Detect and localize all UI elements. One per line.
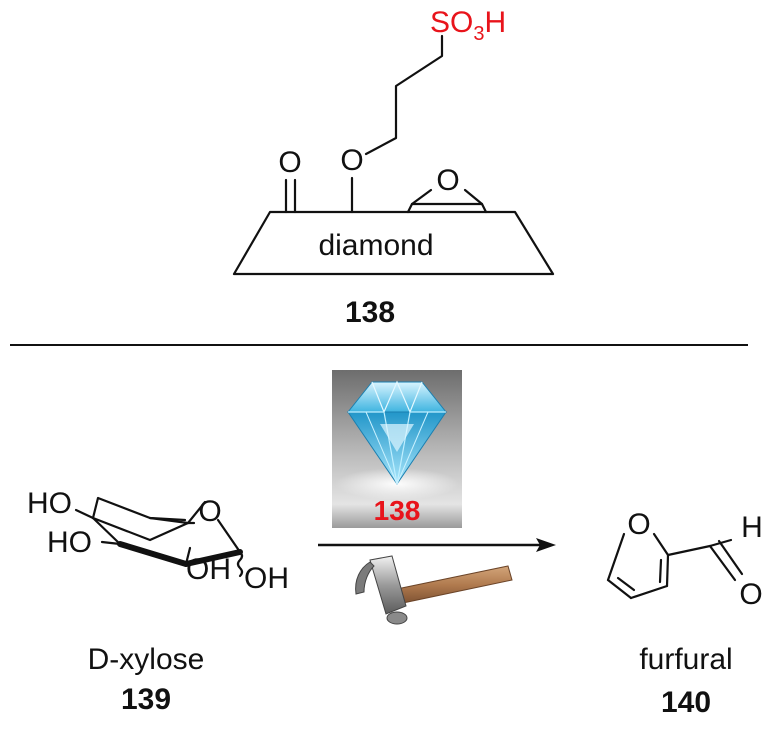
ether-oxygen: O [340,144,363,177]
xylose-front-bond-2 [183,549,243,567]
gem-facet-line-2 [396,411,429,485]
xylose-ring-to-o [186,500,207,525]
hammer-handle [391,565,513,605]
aldehyde-co-bond-2 [717,539,744,576]
reaction-arrow-icon [318,538,556,552]
xylose-ring-bond-a [91,516,196,542]
furan-bond-c5-c4 [606,578,633,600]
diamond-gem-icon: 138 [332,370,462,528]
xylose-oh-label-3: OH [186,553,231,586]
xylose-ring-c5 [148,516,190,525]
furan-bond-c4-c3 [629,584,669,600]
furfural-structure: O H O furfural 140 [606,508,763,719]
compound-138-label: 138 [345,296,395,329]
furan-double-bond-2 [658,558,663,584]
xylose-front-bond-1 [117,541,189,567]
furan-bond-o-c5 [606,532,626,582]
xylose-ring-oxygen: O [198,495,221,528]
product-number: 140 [661,686,711,719]
xylose-oh-bond-2 [100,540,122,546]
gem-facet-line-1 [365,411,398,485]
epoxide-oxygen: O [436,164,459,197]
epoxide-bond-left [406,188,433,214]
aldehyde-co-bond-1 [708,544,737,582]
arrow-head [536,538,556,552]
hammer-icon [355,555,513,625]
furan-bond-c3-c2 [665,553,670,588]
propyl-chain [364,34,444,156]
xylose-oh-label-2: HO [47,526,92,559]
xylose-oh-bond-3 [184,546,192,566]
gem-highlight [380,424,414,452]
catalyst-label: 138 [374,495,421,526]
furan-bond-c2-o [652,532,670,557]
ketone-oxygen: O [278,146,301,179]
diamond-surface-trapezoid [232,210,555,276]
xylose-ring-o-c1 [216,518,242,554]
product-name: furfural [639,643,732,676]
furan-oxygen: O [627,508,650,541]
epoxide-bond-right [463,188,488,214]
xylose-oh-label-4: OH [244,562,289,595]
diamond-support-label: diamond [318,229,433,262]
xylose-anomeric-wavy-bond [236,550,244,578]
hammer-head [369,555,407,615]
d-xylose-structure: HO HO OH OH O D-xylose 139 [27,487,289,716]
aldehyde-oxygen: O [739,578,762,611]
hammer-face [386,611,408,625]
reactant-name: D-xylose [88,643,205,676]
xylose-ring-c3-c2 [91,516,122,546]
gem-facets-top [371,380,423,414]
aldehyde-c-bond [666,544,712,557]
hammer-claw [355,561,375,595]
reactant-number: 139 [121,683,171,716]
sulfonic-acid-group: SO3H [430,6,506,45]
diamond-support-structure: diamond O O SO3H O 138 [232,6,555,329]
xylose-ring-bond-back [91,496,187,522]
aldehyde-hydrogen: H [741,511,763,544]
xylose-oh-bond-1 [74,508,95,520]
furan-double-bond-1 [616,576,636,592]
xylose-oh-label-1: HO [27,487,72,520]
